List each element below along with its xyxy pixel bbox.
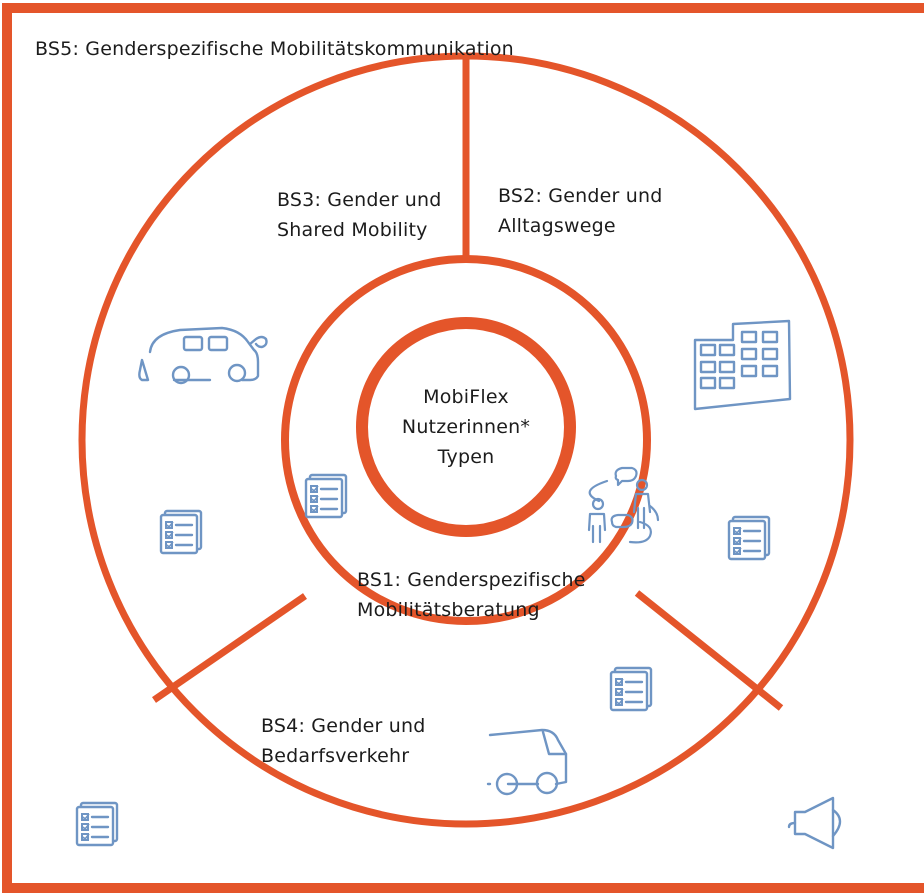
van-icon — [486, 728, 568, 796]
inner-ring — [356, 317, 576, 537]
people-conversation-icon — [587, 466, 660, 544]
center-label: MobiFlex Nutzerinnen* Typen — [400, 382, 532, 472]
checklist-icon — [727, 515, 771, 561]
outer-ring — [78, 52, 854, 828]
segment-label-bs3: BS3: Gender und Shared Mobility — [277, 189, 442, 241]
outer-frame — [2, 3, 924, 893]
segment-label-bs1: BS1: Genderspezifische Mobilitätsberatun… — [357, 569, 586, 621]
center-line-2: Nutzerinnen* — [401, 416, 531, 438]
center-line-1: MobiFlex — [423, 386, 509, 408]
checklist-icon — [304, 473, 348, 519]
divider-lower-right — [634, 590, 784, 711]
building-icon — [693, 319, 792, 411]
checklist-icon — [159, 509, 203, 555]
segment-label-bs2: BS2: Gender und Alltagswege — [498, 185, 663, 237]
segment-label-bs4: BS4: Gender und Bedarfsverkehr — [261, 715, 426, 767]
checklist-icon — [609, 666, 653, 712]
center-line-3: Typen — [437, 446, 495, 468]
divider-lower-left — [152, 593, 307, 703]
megaphone-icon — [787, 796, 842, 850]
checklist-icon — [75, 801, 119, 847]
outer-title: BS5: Genderspezifische Mobilitätskommuni… — [35, 38, 514, 60]
car-icon — [138, 326, 268, 385]
